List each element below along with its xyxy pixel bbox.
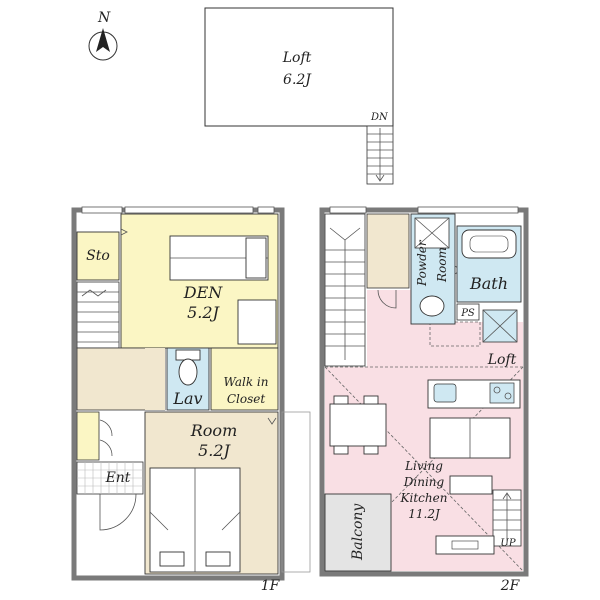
north-arrow-icon: [96, 28, 110, 52]
room-pillow-right: [205, 551, 231, 567]
entrance-tile: [77, 462, 143, 494]
floor2-label: 2F: [500, 578, 521, 594]
floor2-closet: [366, 213, 410, 289]
floor1-window-top-right: [257, 206, 275, 214]
ent-label: Ent: [105, 470, 131, 486]
floor1-window-top-left: [81, 206, 123, 214]
balcony-label: Balcony: [350, 503, 366, 561]
sto-label: Sto: [86, 248, 110, 264]
walk-in-closet: [210, 347, 279, 411]
ldk-label-3: Kitchen: [400, 491, 448, 505]
floor2-window-top-left: [329, 206, 367, 214]
balcony: [324, 493, 392, 572]
compass: N: [88, 10, 118, 61]
ps-shaft: [456, 303, 480, 321]
room-name: Room: [190, 421, 237, 440]
walk-in-label-2: Closet: [227, 392, 266, 406]
toilet-icon: [178, 358, 198, 386]
tv-stand: [435, 535, 495, 555]
loft-top-area: Loft 6.2J DN: [204, 7, 394, 185]
bath-label: Bath: [469, 274, 508, 293]
floor2-loft-label: Loft: [487, 352, 517, 368]
tv-board: [449, 475, 493, 495]
floor1-side-balcony: [281, 411, 311, 573]
floor2-stair-up: [492, 489, 522, 547]
floor1-window-top-middle: [124, 206, 254, 214]
room-size: 5.2J: [198, 441, 231, 460]
powder-label-2: Room: [435, 247, 449, 283]
floor-1: Sto DEN 5.2J Lav Walk i: [71, 206, 311, 594]
up-label: UP: [500, 538, 515, 549]
ldk-size: 11.2J: [408, 507, 441, 521]
loft-top-room: [204, 7, 394, 127]
floor2-window-top-right: [417, 206, 519, 214]
shoe-closet: [76, 411, 100, 461]
floor2-stair: [324, 213, 366, 367]
lav-tank: [175, 349, 201, 361]
den-size: 5.2J: [187, 303, 220, 322]
den-pillow: [245, 237, 267, 279]
lav-label: Lav: [172, 389, 202, 408]
north-label: N: [97, 10, 111, 26]
den-door: [120, 228, 128, 236]
den-desk: [237, 299, 277, 345]
room-pillow-left: [159, 551, 185, 567]
kitchen-sink-icon: [433, 383, 457, 403]
dining-table: [329, 403, 387, 447]
floor1-stair: [76, 281, 120, 349]
loft-top-stair-label: DN: [370, 112, 389, 123]
ldk-label-1: Living: [404, 459, 443, 473]
walk-in-label-1: Walk in: [224, 375, 269, 389]
loft-top-stair: [366, 125, 394, 185]
den-name: DEN: [183, 283, 224, 302]
floor-2: Powder Room Bath PS Loft Living Dining: [319, 206, 529, 594]
loft-top-size: 6.2J: [283, 72, 312, 88]
floor1-label: 1F: [261, 578, 281, 594]
sink-icon: [419, 295, 445, 317]
ps-label: PS: [460, 308, 475, 319]
loft-top-name: Loft: [282, 50, 312, 66]
stove-icon: [489, 382, 515, 404]
sto-room: [76, 231, 120, 281]
entrance-door: [99, 493, 137, 531]
powder-label-1: Powder: [415, 239, 429, 287]
ldk-label-2: Dining: [403, 475, 445, 489]
bathtub-icon: [461, 229, 517, 259]
